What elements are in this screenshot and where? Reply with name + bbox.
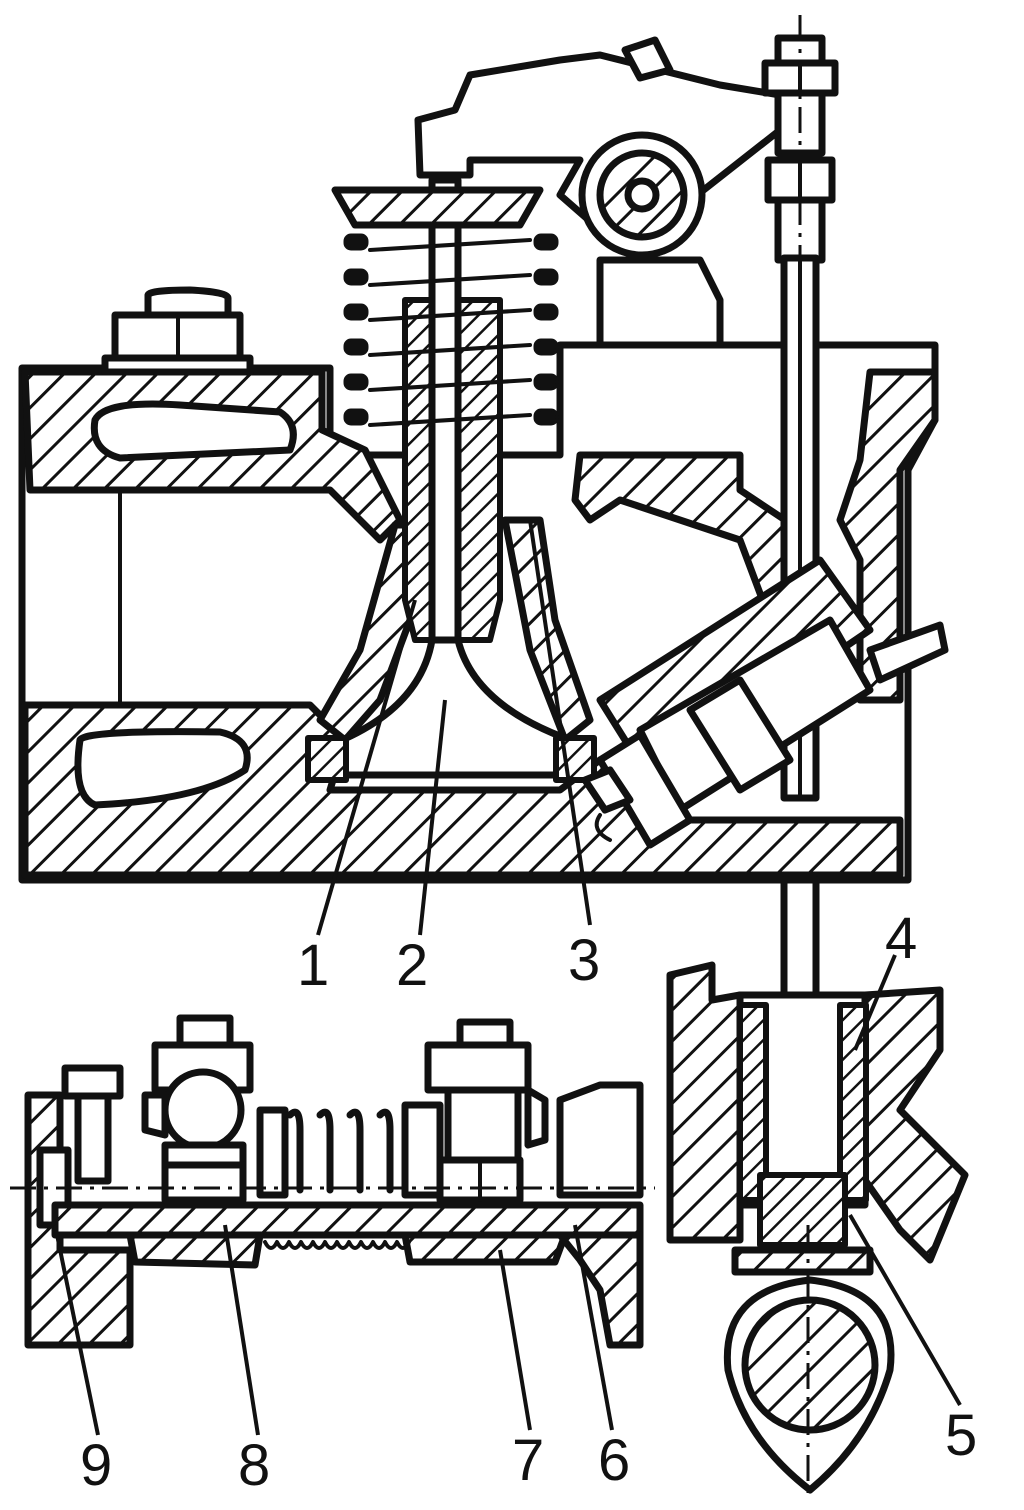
valve-stem [428,176,462,704]
cylinder-head-bolt [101,286,254,376]
leader-5 [848,1213,962,1407]
upper-coolant-passage [90,400,297,462]
callout-9: 9 [80,1433,112,1498]
leader-4 [853,954,897,1051]
callout-8: 8 [238,1433,270,1498]
shaft-spring-lower [263,1240,411,1250]
callouts: 1 2 3 4 5 6 7 8 9 [80,906,977,1498]
callout-3: 3 [568,928,600,993]
leader-1 [316,599,417,936]
injector-assembly [581,556,949,849]
tappet-housing-left [666,961,744,1244]
spring-retainer [331,186,544,229]
valve-spring [331,186,559,427]
callout-5: 5 [945,1403,977,1468]
lower-coolant-passage [74,728,251,809]
valve-seat-left [305,735,349,783]
end-bracket-right [556,1231,644,1349]
rocker-shaft-assembly [24,1014,644,1349]
injector-nut [686,676,794,794]
tappet-base [731,1246,874,1276]
tappet-housing-right [861,986,969,1264]
tappet-housing [666,961,969,1276]
cylinder-head-outline [18,341,939,884]
leader-2 [418,699,447,936]
callout-2: 2 [396,933,428,998]
callout-4: 4 [885,906,917,971]
leader-8 [223,1224,260,1436]
leader-7 [498,1249,532,1431]
leader-6 [573,1224,614,1431]
callout-1: 1 [297,933,329,998]
leader-3 [528,519,592,926]
shaft-support-right [401,1231,569,1266]
leader-lines [53,519,962,1436]
shaft-support-left [126,1231,264,1269]
leader-9 [53,1224,100,1436]
rocker-arm [414,36,784,349]
rocker-shaft-tube [51,1201,644,1239]
injector-fuel-pipe [866,621,949,684]
tappet-bore-left [737,1002,769,1203]
callout-6: 6 [598,1428,630,1493]
rocker-support [596,256,724,349]
camshaft [741,1296,879,1434]
spacer-spring [286,1108,394,1194]
callout-7: 7 [512,1428,544,1493]
tappet [757,1172,848,1248]
